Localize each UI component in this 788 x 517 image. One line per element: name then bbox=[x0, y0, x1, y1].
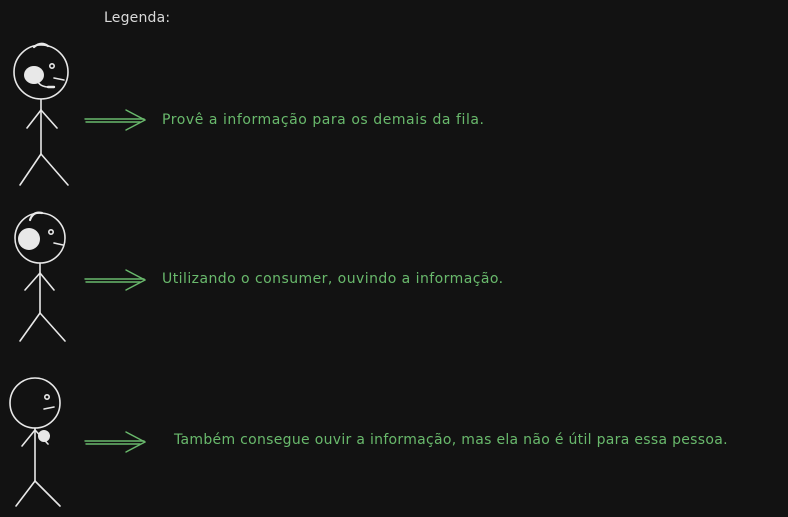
legend-item-1-text: Provê a informação para os demais da fil… bbox=[162, 112, 485, 128]
arrow-1 bbox=[84, 109, 146, 131]
legend-item-3-text: Também consegue ouvir a informação, mas … bbox=[174, 432, 728, 448]
bystander-figure bbox=[9, 377, 61, 507]
legend-item-2-text: Utilizando o consumer, ouvindo a informa… bbox=[162, 271, 504, 287]
arrow-3 bbox=[84, 431, 146, 453]
consumer-figure bbox=[14, 211, 66, 342]
legend-title: Legenda: bbox=[104, 10, 171, 26]
arrow-2 bbox=[84, 269, 146, 291]
producer-figure bbox=[13, 42, 69, 186]
